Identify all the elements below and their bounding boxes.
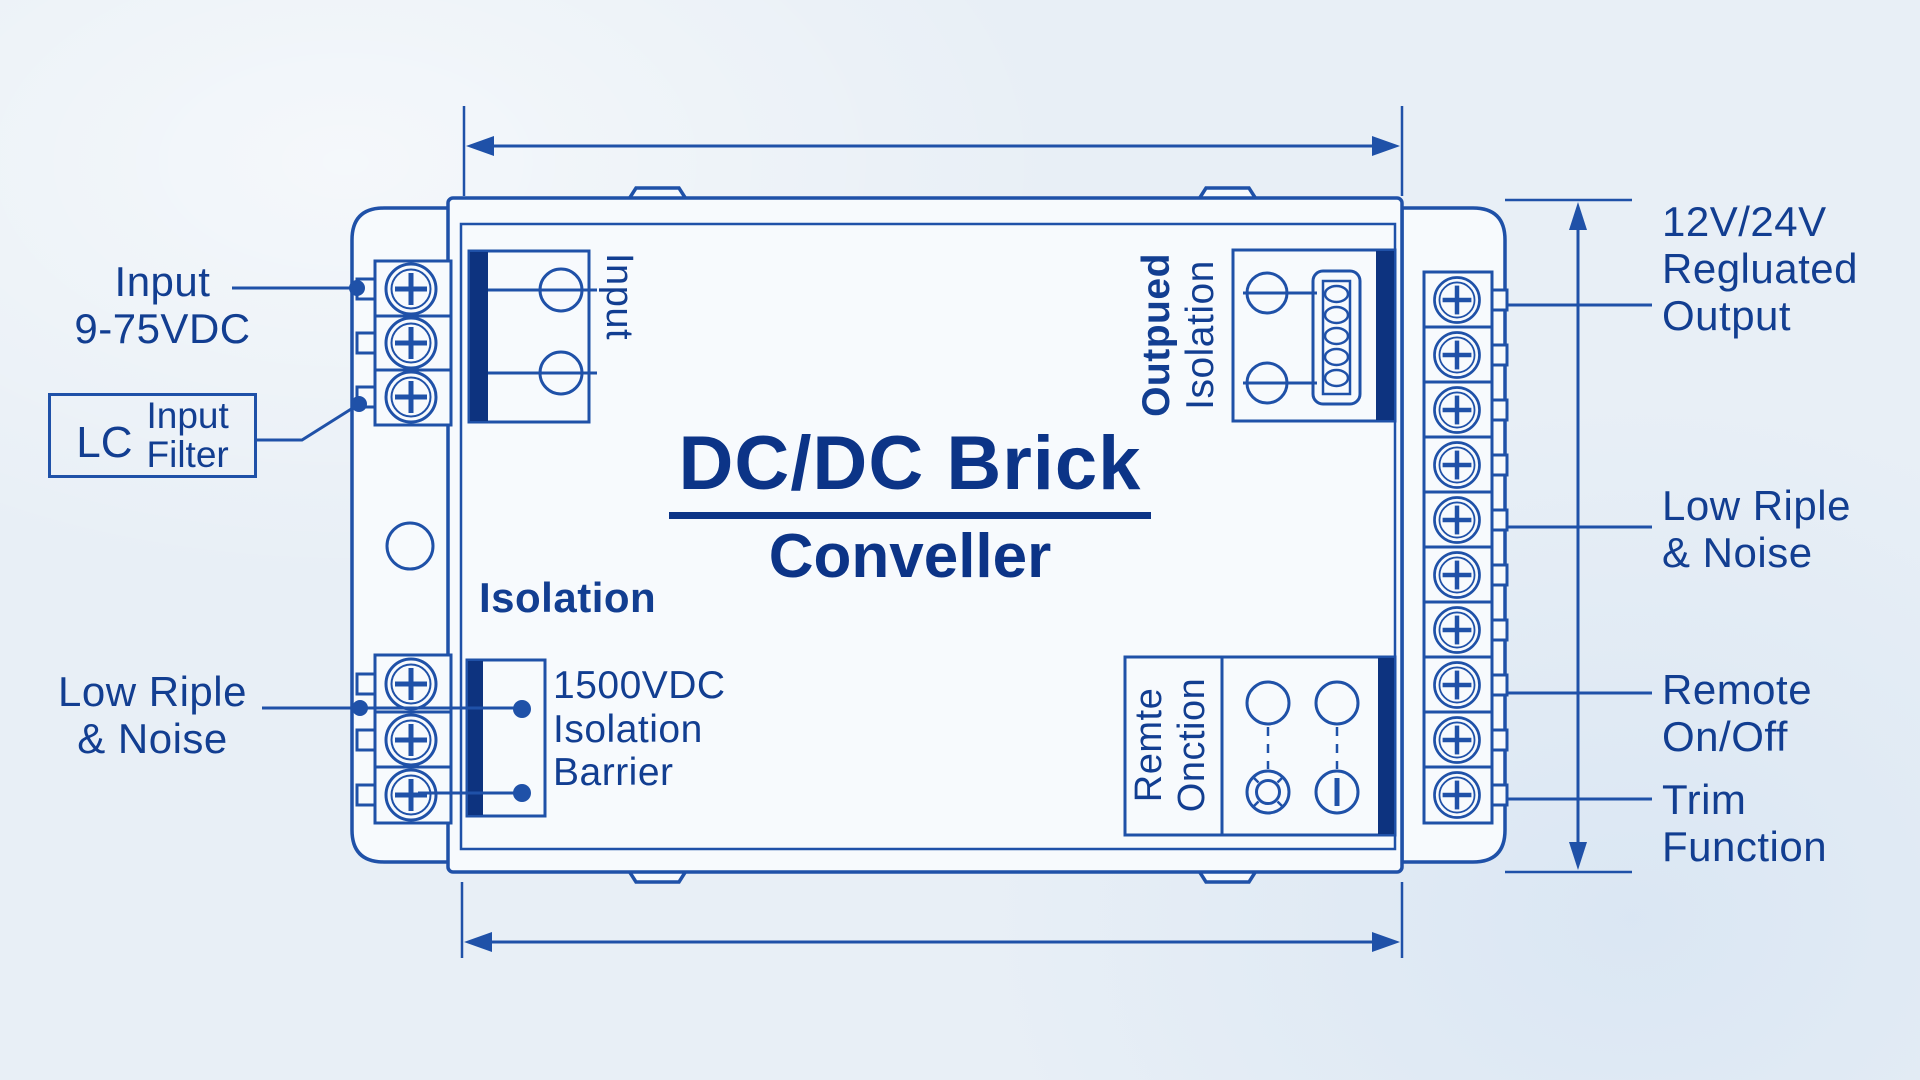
diagram-title-line2: Conveller — [768, 522, 1052, 591]
regulated-output-label: 12V/24V Regluated Output — [1662, 198, 1858, 340]
remote-pin-circle — [1245, 680, 1291, 726]
trim-potentiometer-icon — [1245, 769, 1291, 815]
screw-terminal — [1435, 663, 1480, 708]
on-off-switch-icon — [1314, 769, 1360, 815]
screw-terminal — [1435, 773, 1480, 818]
screw-terminal — [1435, 553, 1480, 598]
input-voltage-line2: 9-75VDC — [74, 305, 251, 353]
input-connector-box — [467, 249, 597, 424]
low-ripple-noise-label-right: Low Riple & Noise — [1662, 482, 1851, 577]
input-terminal-circle — [538, 267, 584, 313]
input-terminal-block — [355, 259, 453, 427]
remote-pin-circle — [1314, 680, 1360, 726]
lc-label: LC — [76, 417, 133, 467]
isolation-label: Isolation — [479, 574, 657, 621]
output-terminal-strip — [1422, 270, 1509, 825]
screw-terminal — [1435, 278, 1480, 323]
dimension-annotations — [460, 106, 1632, 958]
leader-lines — [232, 280, 1652, 801]
input-terminal-circle — [538, 350, 584, 396]
screw-terminal — [386, 770, 436, 820]
output-connector-box — [1231, 248, 1397, 423]
isolation-barrier-label: 1500VDC Isolation Barrier — [553, 664, 726, 795]
lc-filter-label: Input Filter — [146, 394, 229, 475]
input-vertical-label: Input — [598, 253, 640, 341]
remote-function-box — [1123, 655, 1397, 837]
diagram-title-line1: DC/DC Brick — [668, 420, 1152, 519]
output-isolation-vertical-label: Outpued Isolation — [1135, 253, 1222, 417]
width-dimension-bottom — [460, 882, 1404, 958]
output-terminal-circle — [1245, 271, 1289, 315]
lower-left-terminal-block — [355, 653, 453, 825]
screw-terminal — [1435, 718, 1480, 763]
mounting-hole — [385, 521, 435, 571]
low-ripple-noise-label-left: Low Riple & Noise — [58, 668, 247, 763]
screw-terminal — [1435, 388, 1480, 433]
isolation-barrier-box — [465, 658, 547, 818]
screw-terminal — [1435, 443, 1480, 488]
screw-terminal — [1435, 498, 1480, 543]
screw-terminal — [1435, 333, 1480, 378]
remote-function-vertical-label: Remte Onction — [1128, 677, 1213, 813]
width-dimension-top — [462, 106, 1404, 196]
screw-terminal — [386, 372, 436, 422]
height-dimension-right — [1505, 198, 1632, 874]
remote-on-off-label: Remote On/Off — [1662, 666, 1813, 761]
lc-input-filter-box: LC Input Filter — [48, 393, 257, 478]
output-terminal-circle — [1245, 361, 1289, 405]
output-connector-plug — [1311, 269, 1362, 406]
screw-terminal — [1435, 608, 1480, 653]
diagram-title: DC/DC Brick Conveller — [610, 420, 1210, 592]
screw-terminal — [386, 264, 436, 314]
input-voltage-label: Input 9-75VDC — [55, 258, 270, 352]
screw-terminal — [386, 659, 436, 709]
input-voltage-line1: Input — [114, 258, 211, 305]
screw-terminal — [386, 715, 436, 765]
screw-terminal — [386, 318, 436, 368]
trim-function-label: Trim Function — [1662, 776, 1828, 871]
